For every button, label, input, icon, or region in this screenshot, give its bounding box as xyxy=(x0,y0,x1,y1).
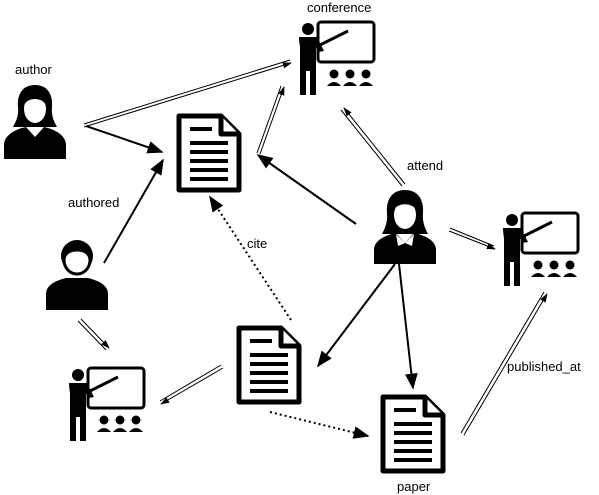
edge-woman-conference xyxy=(340,107,406,187)
edge-paper-conference xyxy=(460,291,548,436)
label-conference: conference xyxy=(307,0,371,15)
edge-woman-doc xyxy=(256,154,357,225)
edge-woman-conference-right xyxy=(448,227,496,250)
woman-icon xyxy=(374,190,436,264)
edge-man-doc xyxy=(103,158,164,264)
document-icon xyxy=(239,328,299,402)
label-attend: attend xyxy=(407,158,443,173)
edge-docmiddle-paper xyxy=(269,411,370,439)
woman-icon xyxy=(4,85,66,159)
document-icon xyxy=(179,116,239,190)
label-cite: cite xyxy=(247,236,267,251)
edge-docmiddle-conference xyxy=(159,364,224,405)
label-paper: paper xyxy=(397,479,431,494)
edge-author-conference xyxy=(83,59,292,128)
presenter-icon xyxy=(67,366,146,442)
edge-woman-paper xyxy=(398,263,418,390)
edge-doc-conference xyxy=(256,85,285,155)
label-authored: authored xyxy=(68,195,119,210)
edge-man-conference xyxy=(77,318,110,351)
label-published-at: published_at xyxy=(507,359,581,374)
presenter-icon xyxy=(501,211,580,286)
edge-woman-docmiddle xyxy=(317,263,396,368)
edge-author-doc xyxy=(85,125,164,154)
edge-docmiddle-doc-cite xyxy=(209,195,292,321)
edges xyxy=(77,59,548,439)
document-icon xyxy=(383,397,443,471)
label-author: author xyxy=(15,62,53,77)
presenter-icon xyxy=(297,20,376,96)
man-icon xyxy=(44,238,110,310)
